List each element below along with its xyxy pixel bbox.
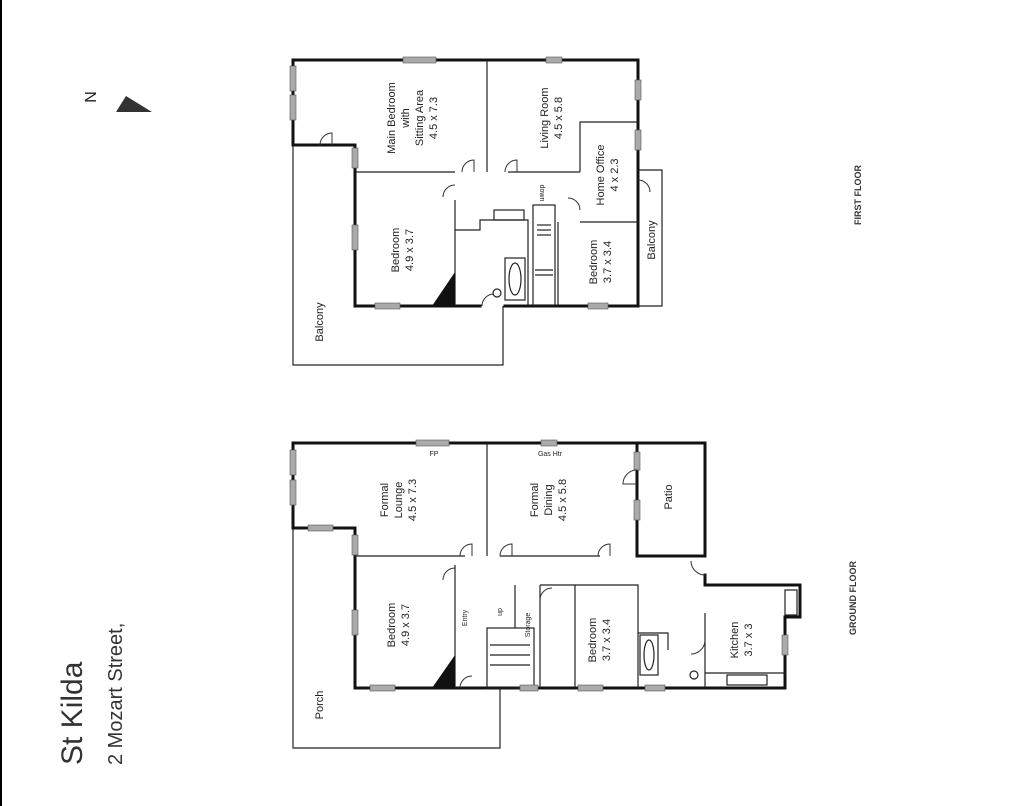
room-label: with <box>400 108 412 129</box>
gas-heater-label: Gas Htr <box>538 451 563 458</box>
north-arrow-icon: N <box>83 91 152 112</box>
room-label: Living Room <box>539 87 551 148</box>
room-size: 4.5 x 5.8 <box>557 479 569 521</box>
room-label: Bedroom <box>588 240 600 285</box>
stair-label: down <box>538 185 545 202</box>
room-label: Sitting Area <box>414 89 426 146</box>
room-label: Bedroom <box>390 228 402 273</box>
suburb-title: St Kilda <box>56 661 89 765</box>
room-label: Kitchen <box>729 622 741 659</box>
room-size: 4.9 x 3.7 <box>400 604 412 646</box>
first-floor-plan <box>289 56 663 366</box>
room-label: Formal <box>529 483 541 517</box>
room-size: 4 x 2.3 <box>609 158 621 191</box>
stair-label: up <box>497 608 504 616</box>
room-size: 4.5 x 7.3 <box>428 97 440 139</box>
room-size: 3.7 x 3.4 <box>601 619 613 661</box>
room-size: 3.7 x 3 <box>743 623 755 656</box>
ground-floor-plan <box>289 439 802 749</box>
room-label: Bedroom <box>587 618 599 663</box>
room-label: Bedroom <box>386 603 398 648</box>
first-floor-title: FIRST FLOOR <box>853 165 863 225</box>
room-size: 4.5 x 5.8 <box>553 97 565 139</box>
address-subtitle: 2 Mozart Street, <box>105 623 127 765</box>
room-label: Formal <box>379 483 391 517</box>
room-label: Dining <box>543 484 555 515</box>
room-label: Lounge <box>393 482 405 519</box>
room-label: Porch <box>314 691 326 720</box>
room-label: Patio <box>663 484 675 509</box>
ground-floor-title: GROUND FLOOR <box>848 561 858 635</box>
svg-text:N: N <box>83 91 100 103</box>
fireplace-label: FP <box>430 451 439 458</box>
room-label: Storage <box>525 613 532 638</box>
room-label: Home Office <box>595 145 607 206</box>
room-size: 4.5 x 7.3 <box>407 479 419 521</box>
room-label: Balcony <box>646 220 658 260</box>
room-size: 3.7 x 3.4 <box>602 241 614 283</box>
room-size: 4.9 x 3.7 <box>404 229 416 271</box>
room-label: Balcony <box>314 302 326 342</box>
room-label: Entry <box>462 609 469 626</box>
room-label: Main Bedroom <box>386 82 398 154</box>
